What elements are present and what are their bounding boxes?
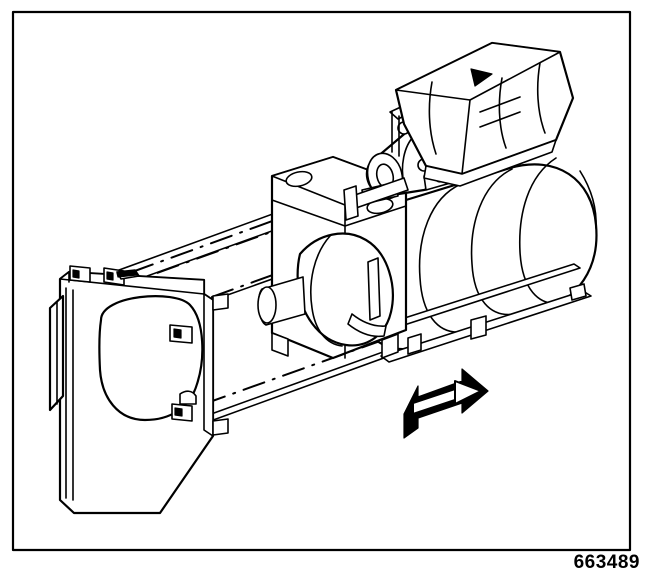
rail-boss-left	[407, 333, 422, 355]
motor-body-rear-seam	[518, 157, 563, 305]
drive-housing-rib-1	[367, 257, 381, 321]
pinion-shaft-end	[257, 286, 277, 324]
support-strut-plate	[343, 185, 359, 221]
cover-rib-3	[536, 62, 546, 134]
illustration-frame	[11, 10, 632, 552]
starter-motor-assembly	[257, 41, 598, 363]
plate-cutout-notch	[179, 390, 197, 405]
motor-band-2	[470, 168, 516, 316]
plate-tab-shadow	[116, 270, 138, 278]
alignment-line-lower	[203, 340, 381, 405]
cover-groove-1	[479, 96, 521, 113]
rail-boss-right	[569, 283, 587, 301]
bracket-plate-top-bevel	[59, 271, 205, 295]
cover-rib-2	[498, 77, 507, 149]
drive-housing-rib-2	[347, 313, 387, 338]
flange-bolt-hole-1	[285, 170, 313, 188]
assembly-arrow	[403, 368, 489, 439]
drive-end-seam	[310, 235, 343, 347]
triangle-marking	[470, 68, 493, 87]
rail-boss-mid	[470, 315, 487, 340]
connector-cover-lip	[423, 139, 557, 187]
plate-flange-tab-top	[212, 293, 229, 311]
alignment-line-mid	[211, 264, 301, 298]
flange-web-left	[271, 332, 289, 357]
plate-right-flange	[203, 293, 214, 437]
cover-groove-2	[479, 111, 521, 128]
assembly-arrow-shaft-facet	[412, 388, 456, 415]
motor-band-1	[418, 183, 462, 333]
bracket-plate	[48, 265, 229, 515]
plate-slot-group	[69, 265, 193, 422]
cover-rib-1	[428, 81, 437, 155]
plate-flange-tab-bottom	[212, 418, 229, 436]
flange-web-right	[381, 333, 399, 359]
motor-rear-cap	[579, 170, 597, 229]
figure-number: 663489	[573, 552, 640, 573]
